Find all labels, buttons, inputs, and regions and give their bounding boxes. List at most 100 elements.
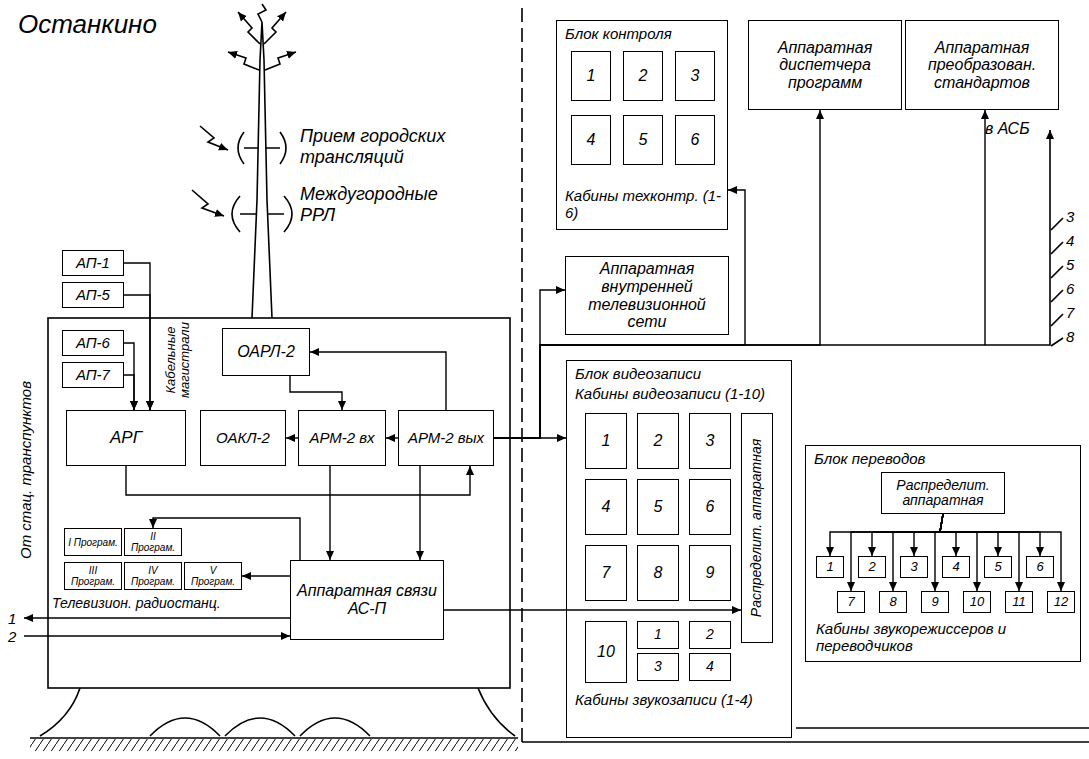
box-label: Распределит. аппаратная bbox=[749, 439, 764, 617]
box-label: 9 bbox=[706, 564, 715, 582]
equipment-box: 7 bbox=[837, 591, 865, 613]
signal-connector bbox=[893, 514, 943, 591]
block-frame: Блок контроляКабины техконтр. (1-6)12345… bbox=[556, 20, 728, 230]
box-label: 1 bbox=[587, 67, 596, 85]
rotated-label: Кабельные магистрали bbox=[164, 320, 193, 400]
equipment-box: Аппаратная внутренней телевизионной сети bbox=[565, 256, 729, 335]
equipment-box: 6 bbox=[1026, 556, 1054, 578]
equipment-box: 2 bbox=[858, 556, 886, 578]
equipment-box: Аппаратная связи АС-П bbox=[290, 560, 444, 640]
box-label: АП-5 bbox=[76, 287, 110, 304]
equipment-box: III Програм. bbox=[64, 562, 122, 590]
signal-connector bbox=[153, 518, 300, 560]
block-title: Блок контроля bbox=[565, 25, 721, 42]
equipment-box: 1 bbox=[816, 556, 844, 578]
rotated-label: От стац. транспунктов bbox=[18, 381, 35, 559]
box-label: 4 bbox=[952, 560, 959, 574]
box-label: V Програм. bbox=[187, 565, 239, 587]
signal-connector bbox=[494, 290, 565, 438]
box-label: 2 bbox=[654, 432, 663, 450]
equipment-box: 3 bbox=[900, 556, 928, 578]
equipment-box: Распределит. аппаратная bbox=[741, 413, 773, 643]
box-label: АРМ-2 вх bbox=[309, 430, 374, 447]
signal-connector bbox=[126, 466, 470, 495]
equipment-box: 2 bbox=[637, 413, 679, 469]
box-label: 3 bbox=[691, 67, 700, 85]
signal-arrow bbox=[258, 4, 266, 22]
signal-connector bbox=[494, 437, 566, 438]
callout-number: 8 bbox=[1066, 328, 1074, 345]
signal-connector bbox=[872, 514, 943, 556]
ground-hatch bbox=[30, 739, 518, 751]
equipment-box: ОАРЛ-2 bbox=[222, 328, 310, 376]
equipment-box: АП-7 bbox=[62, 362, 124, 388]
box-label: 3 bbox=[706, 432, 715, 450]
caption-label: Останкино bbox=[18, 10, 157, 40]
equipment-box: 6 bbox=[689, 479, 731, 535]
signal-connector bbox=[940, 514, 1040, 556]
box-label: 1 bbox=[602, 432, 611, 450]
equipment-box: ОАКЛ-2 bbox=[200, 410, 286, 466]
box-label: 8 bbox=[654, 564, 663, 582]
box-label: 4 bbox=[706, 659, 714, 674]
equipment-box: 2 bbox=[623, 51, 663, 101]
box-label: 3 bbox=[654, 659, 662, 674]
signal-connector bbox=[914, 514, 943, 556]
block-note: Кабины техконтр. (1-6) bbox=[565, 187, 725, 222]
tower-building bbox=[48, 318, 510, 688]
signal-connector bbox=[290, 376, 342, 410]
divider-line bbox=[521, 8, 523, 742]
box-label: IV Програм. bbox=[127, 565, 179, 587]
equipment-box: 8 bbox=[637, 545, 679, 601]
box-label: 1 bbox=[654, 627, 662, 642]
callout-number: 3 bbox=[1066, 208, 1074, 225]
box-label: 11 bbox=[1012, 595, 1026, 609]
equipment-box: АРМ-2 вых bbox=[398, 410, 494, 466]
equipment-box: IV Програм. bbox=[124, 562, 182, 590]
signal-arrow bbox=[264, 12, 286, 44]
equipment-box: 3 bbox=[675, 51, 715, 101]
equipment-box: Распределит. аппаратная bbox=[881, 472, 1005, 514]
signal-connector bbox=[494, 110, 985, 438]
box-label: ОАРЛ-2 bbox=[237, 343, 295, 361]
caption-label: Прием городских трансляций bbox=[300, 126, 490, 167]
signal-connector bbox=[286, 437, 298, 438]
box-label: 8 bbox=[889, 595, 896, 609]
box-label: 2 bbox=[868, 560, 875, 574]
signal-arrow bbox=[265, 52, 296, 70]
block-note: Кабины звукорежиссеров и переводчиков bbox=[816, 620, 1072, 655]
signal-connector bbox=[124, 295, 150, 410]
callout-number: 6 bbox=[1066, 280, 1074, 297]
box-label: 4 bbox=[602, 498, 611, 516]
block-note: Кабины видеозаписи (1-10) bbox=[575, 385, 785, 402]
box-label: Аппаратная внутренней телевизионной сети bbox=[568, 260, 726, 330]
equipment-box: 4 bbox=[689, 653, 731, 681]
signal-arrow bbox=[192, 190, 224, 216]
signal-connector bbox=[310, 352, 446, 410]
box-label: 1 bbox=[826, 560, 833, 574]
box-label: ОАКЛ-2 bbox=[216, 430, 270, 447]
signal-connector bbox=[935, 514, 943, 591]
signal-connector bbox=[124, 263, 150, 410]
box-label: 3 bbox=[910, 560, 917, 574]
signal-line bbox=[24, 617, 290, 619]
tower-base bbox=[40, 688, 515, 736]
signal-connector bbox=[851, 514, 943, 591]
callout-number: 7 bbox=[1066, 304, 1074, 321]
equipment-box: 9 bbox=[921, 591, 949, 613]
box-label: 12 bbox=[1054, 595, 1068, 609]
caption-label: Междугородные РРЛ bbox=[300, 184, 470, 225]
cable-line bbox=[522, 728, 1089, 742]
equipment-box: АРМ-2 вх bbox=[298, 410, 386, 466]
callout-number: 1 bbox=[8, 610, 16, 627]
box-label: Аппаратная связи АС-П bbox=[293, 582, 441, 617]
equipment-box: 10 bbox=[585, 621, 627, 683]
signal-connector bbox=[124, 375, 134, 410]
callout-number: 5 bbox=[1066, 256, 1074, 273]
callout-number: 4 bbox=[1066, 232, 1074, 249]
equipment-box: II Програм. bbox=[124, 528, 182, 556]
equipment-box: Аппаратная диспетчера программ bbox=[748, 20, 902, 110]
box-label: 5 bbox=[654, 498, 663, 516]
box-label: 5 bbox=[639, 131, 648, 149]
